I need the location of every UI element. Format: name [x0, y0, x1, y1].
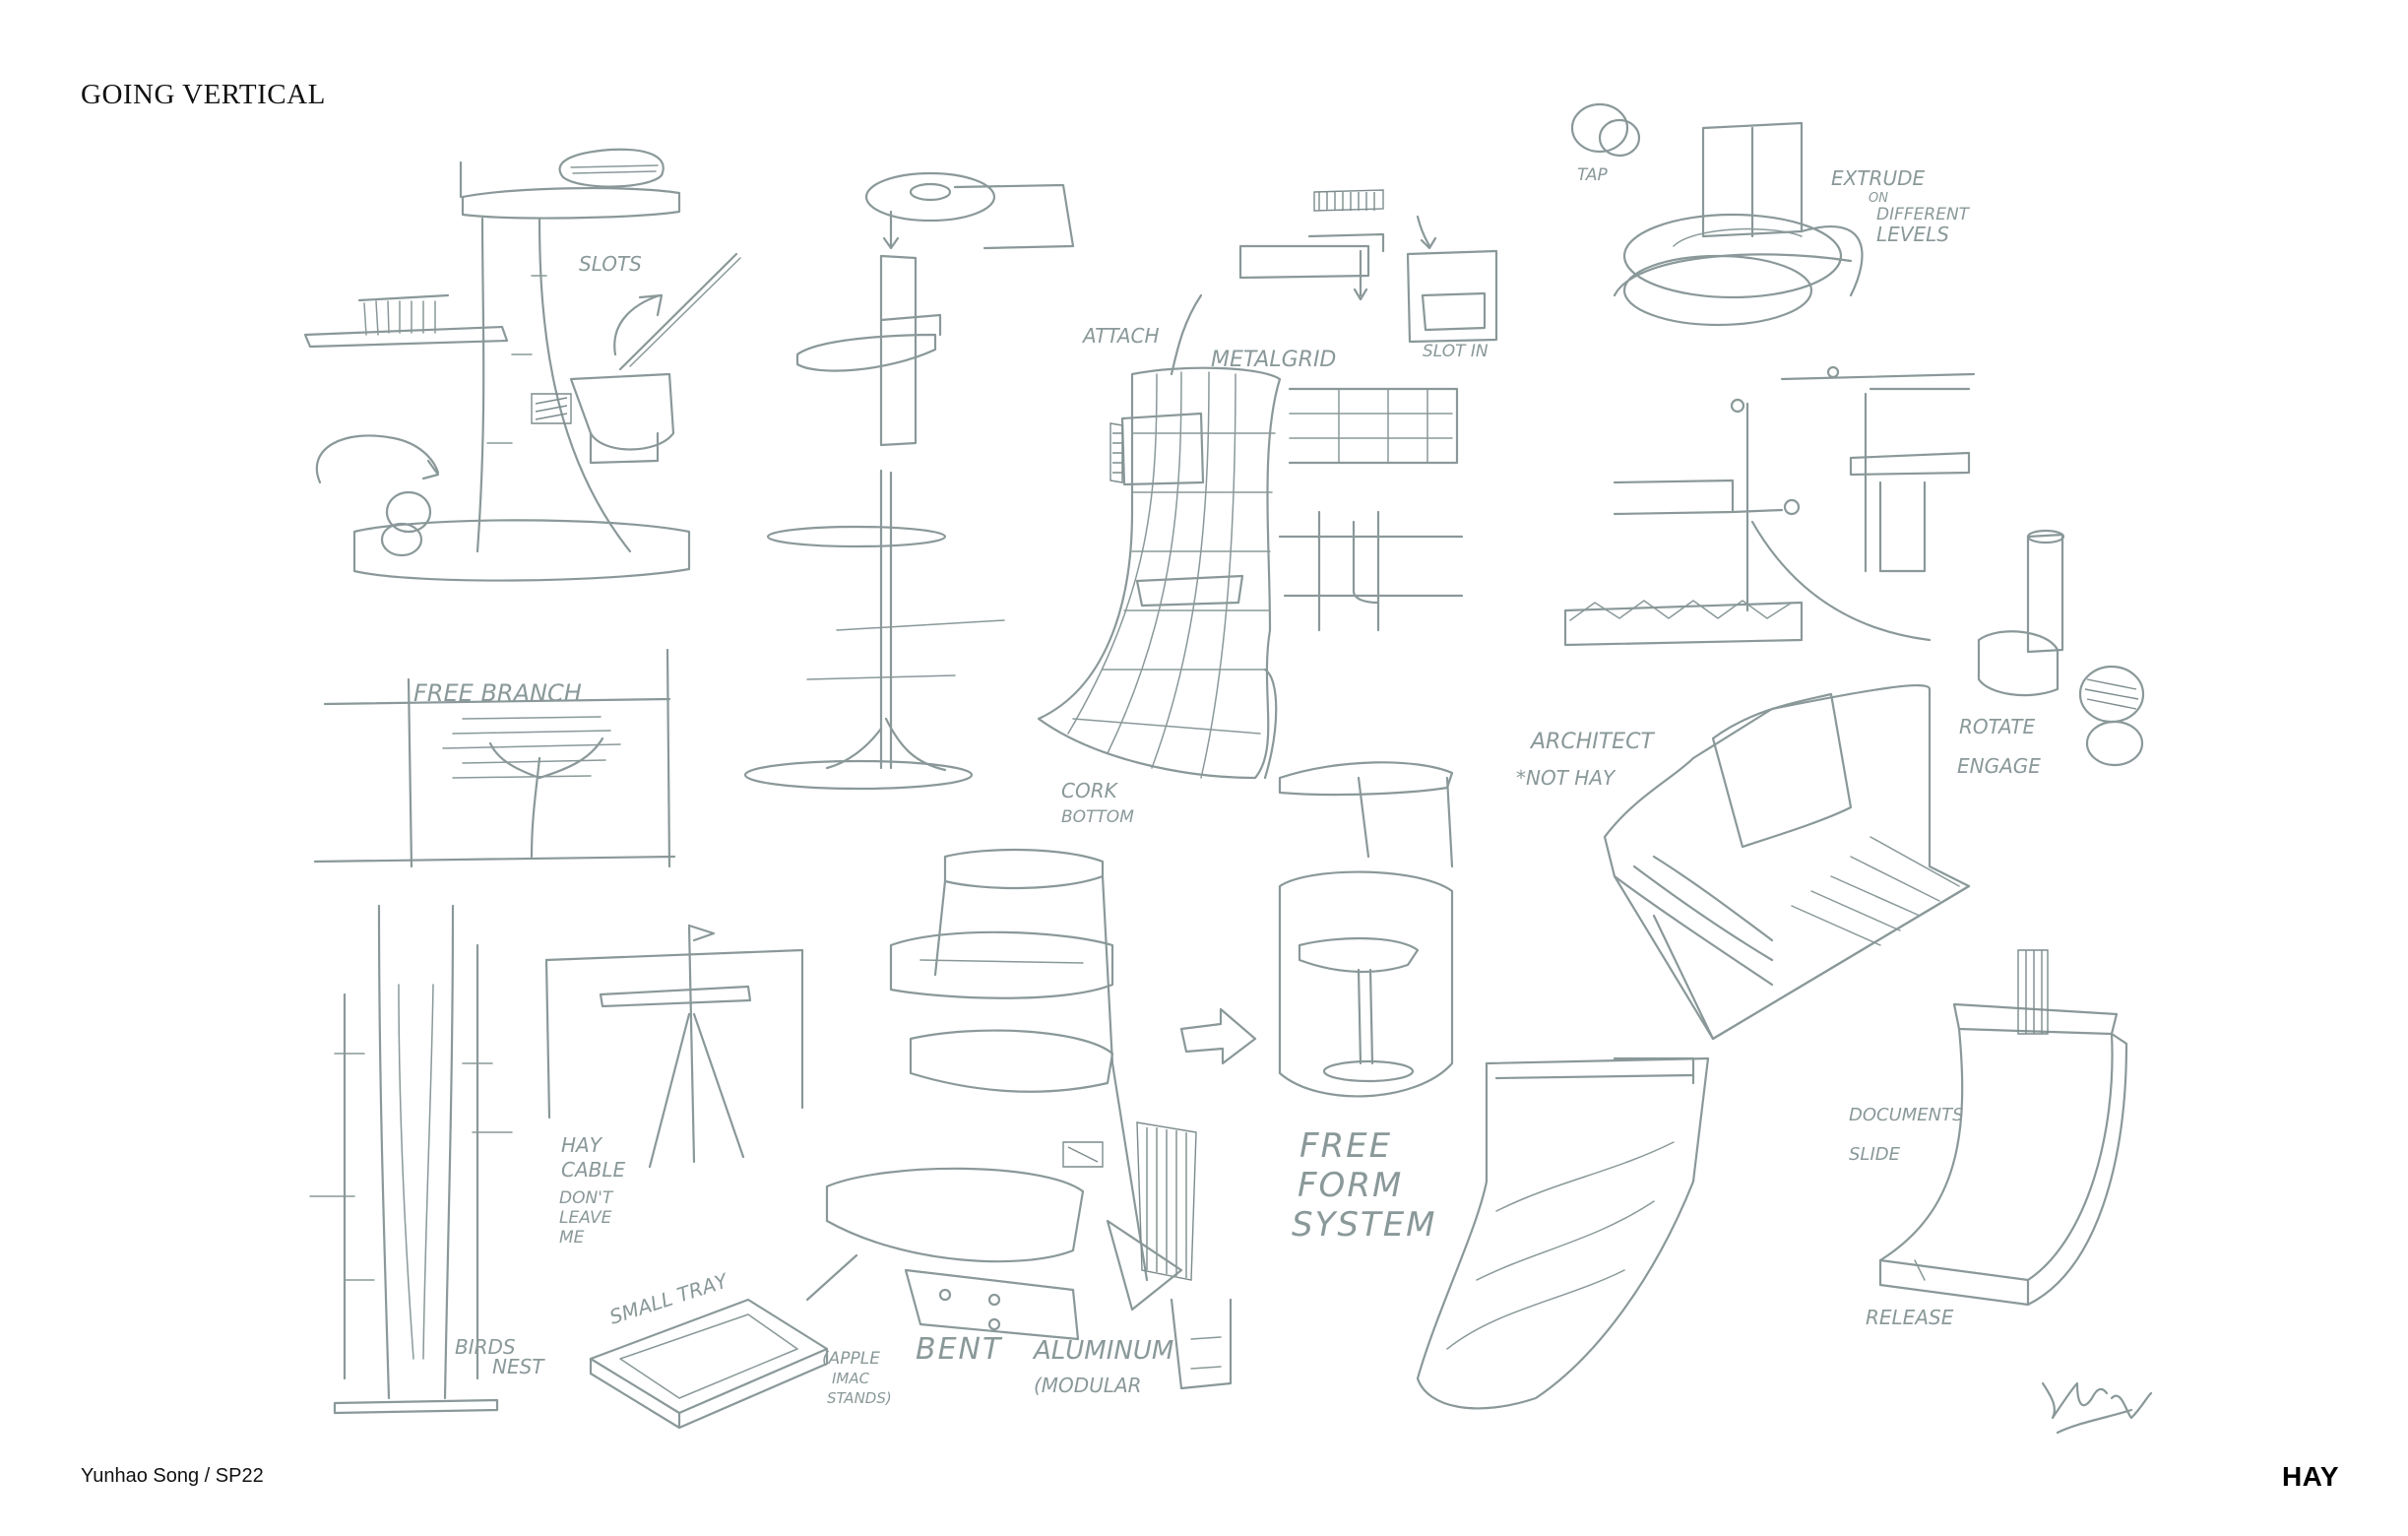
note-bottom: BOTTOM	[1061, 807, 1134, 827]
signature	[2041, 1381, 2153, 1435]
sketch-cradle	[1416, 1056, 1710, 1410]
note-modular: (MODULAR	[1034, 1374, 1142, 1397]
sketch-metal-grid: ATTACH METALGRID CORK BOTTOM	[1037, 293, 1336, 827]
note-aluminum: ALUMINUM	[1032, 1336, 1173, 1366]
note-rotate: ROTATE	[1959, 715, 2035, 738]
note-release: RELEASE	[1866, 1306, 1954, 1329]
note-metal-grid: METALGRID	[1211, 348, 1336, 372]
note-small-tray: SMALL TRAY	[606, 1268, 731, 1329]
note-documents: DOCUMENTS	[1849, 1105, 1964, 1125]
note-architect: ARCHITECT	[1529, 730, 1655, 754]
note-on: ON	[1869, 191, 1888, 206]
footer-author: Yunhao Song / SP22	[81, 1465, 264, 1487]
note-not-hay: *NOT HAY	[1516, 766, 1616, 790]
note-attach: ATTACH	[1081, 324, 1160, 348]
note-free: FREE	[1299, 1126, 1392, 1166]
note-levels: LEVELS	[1876, 223, 1949, 246]
sketch-free-form: FREE FORM SYSTEM	[1179, 761, 1454, 1245]
sketch-hay-cable: HAY CABLE DON'T LEAVE ME	[544, 924, 804, 1248]
note-birds: BIRDS	[455, 1335, 516, 1359]
note-stands: STANDS)	[827, 1389, 892, 1407]
sketch-architect: ARCHITECT *NOT HAY	[1516, 683, 1971, 1041]
note-system: SYSTEM	[1292, 1205, 1437, 1245]
note-tap: TAP	[1577, 165, 1608, 185]
sketch-tree-sculpture: BIRDS NEST	[309, 904, 545, 1415]
note-apple: (APPLE	[822, 1349, 880, 1369]
sketch-extrude: TAP EXTRUDE ON DIFFERENT LEVELS	[1570, 102, 1971, 327]
note-hay: HAY	[561, 1133, 603, 1157]
note-cable: CABLE	[561, 1158, 626, 1182]
sketch-pole-organizer: SLOTS	[303, 148, 741, 582]
note-leave: LEAVE	[559, 1208, 612, 1228]
footer-brand: HAY	[2281, 1461, 2339, 1492]
note-nest: NEST	[492, 1355, 545, 1378]
note-cork: CORK	[1061, 779, 1119, 802]
sketch-pole-detail	[1563, 365, 1976, 647]
note-slots: SLOTS	[579, 252, 642, 276]
note-different: DIFFERENT	[1876, 205, 1971, 224]
sketch-free-branch: FREE BRANCH	[313, 648, 676, 868]
note-extrude: EXTRUDE	[1831, 166, 1925, 190]
sketch-rotate: ROTATE ENGAGE	[1957, 529, 2145, 778]
note-slot-in: SLOT IN	[1423, 342, 1489, 361]
note-bent: BENT	[916, 1332, 1003, 1367]
note-imac: IMAC	[832, 1370, 870, 1387]
sketch-small-tray: SMALL TRAY	[589, 1253, 858, 1430]
sketch-bent-aluminum: BENT ALUMINUM (MODULAR (APPLE IMAC STAND…	[822, 848, 1233, 1407]
note-engage: ENGAGE	[1957, 754, 2041, 778]
sketch-pole-discs	[743, 171, 1075, 791]
note-form: FORM	[1298, 1166, 1403, 1205]
page-title: GOING VERTICAL	[81, 79, 326, 110]
sketch-slot-in: SLOT IN	[1238, 189, 1498, 632]
note-free-branch: FREE BRANCH	[413, 679, 582, 707]
sketch-documents: DOCUMENTS SLIDE RELEASE	[1849, 949, 2128, 1329]
note-me: ME	[559, 1228, 585, 1248]
note-slide: SLIDE	[1849, 1144, 1901, 1165]
note-dont: DON'T	[559, 1188, 614, 1208]
